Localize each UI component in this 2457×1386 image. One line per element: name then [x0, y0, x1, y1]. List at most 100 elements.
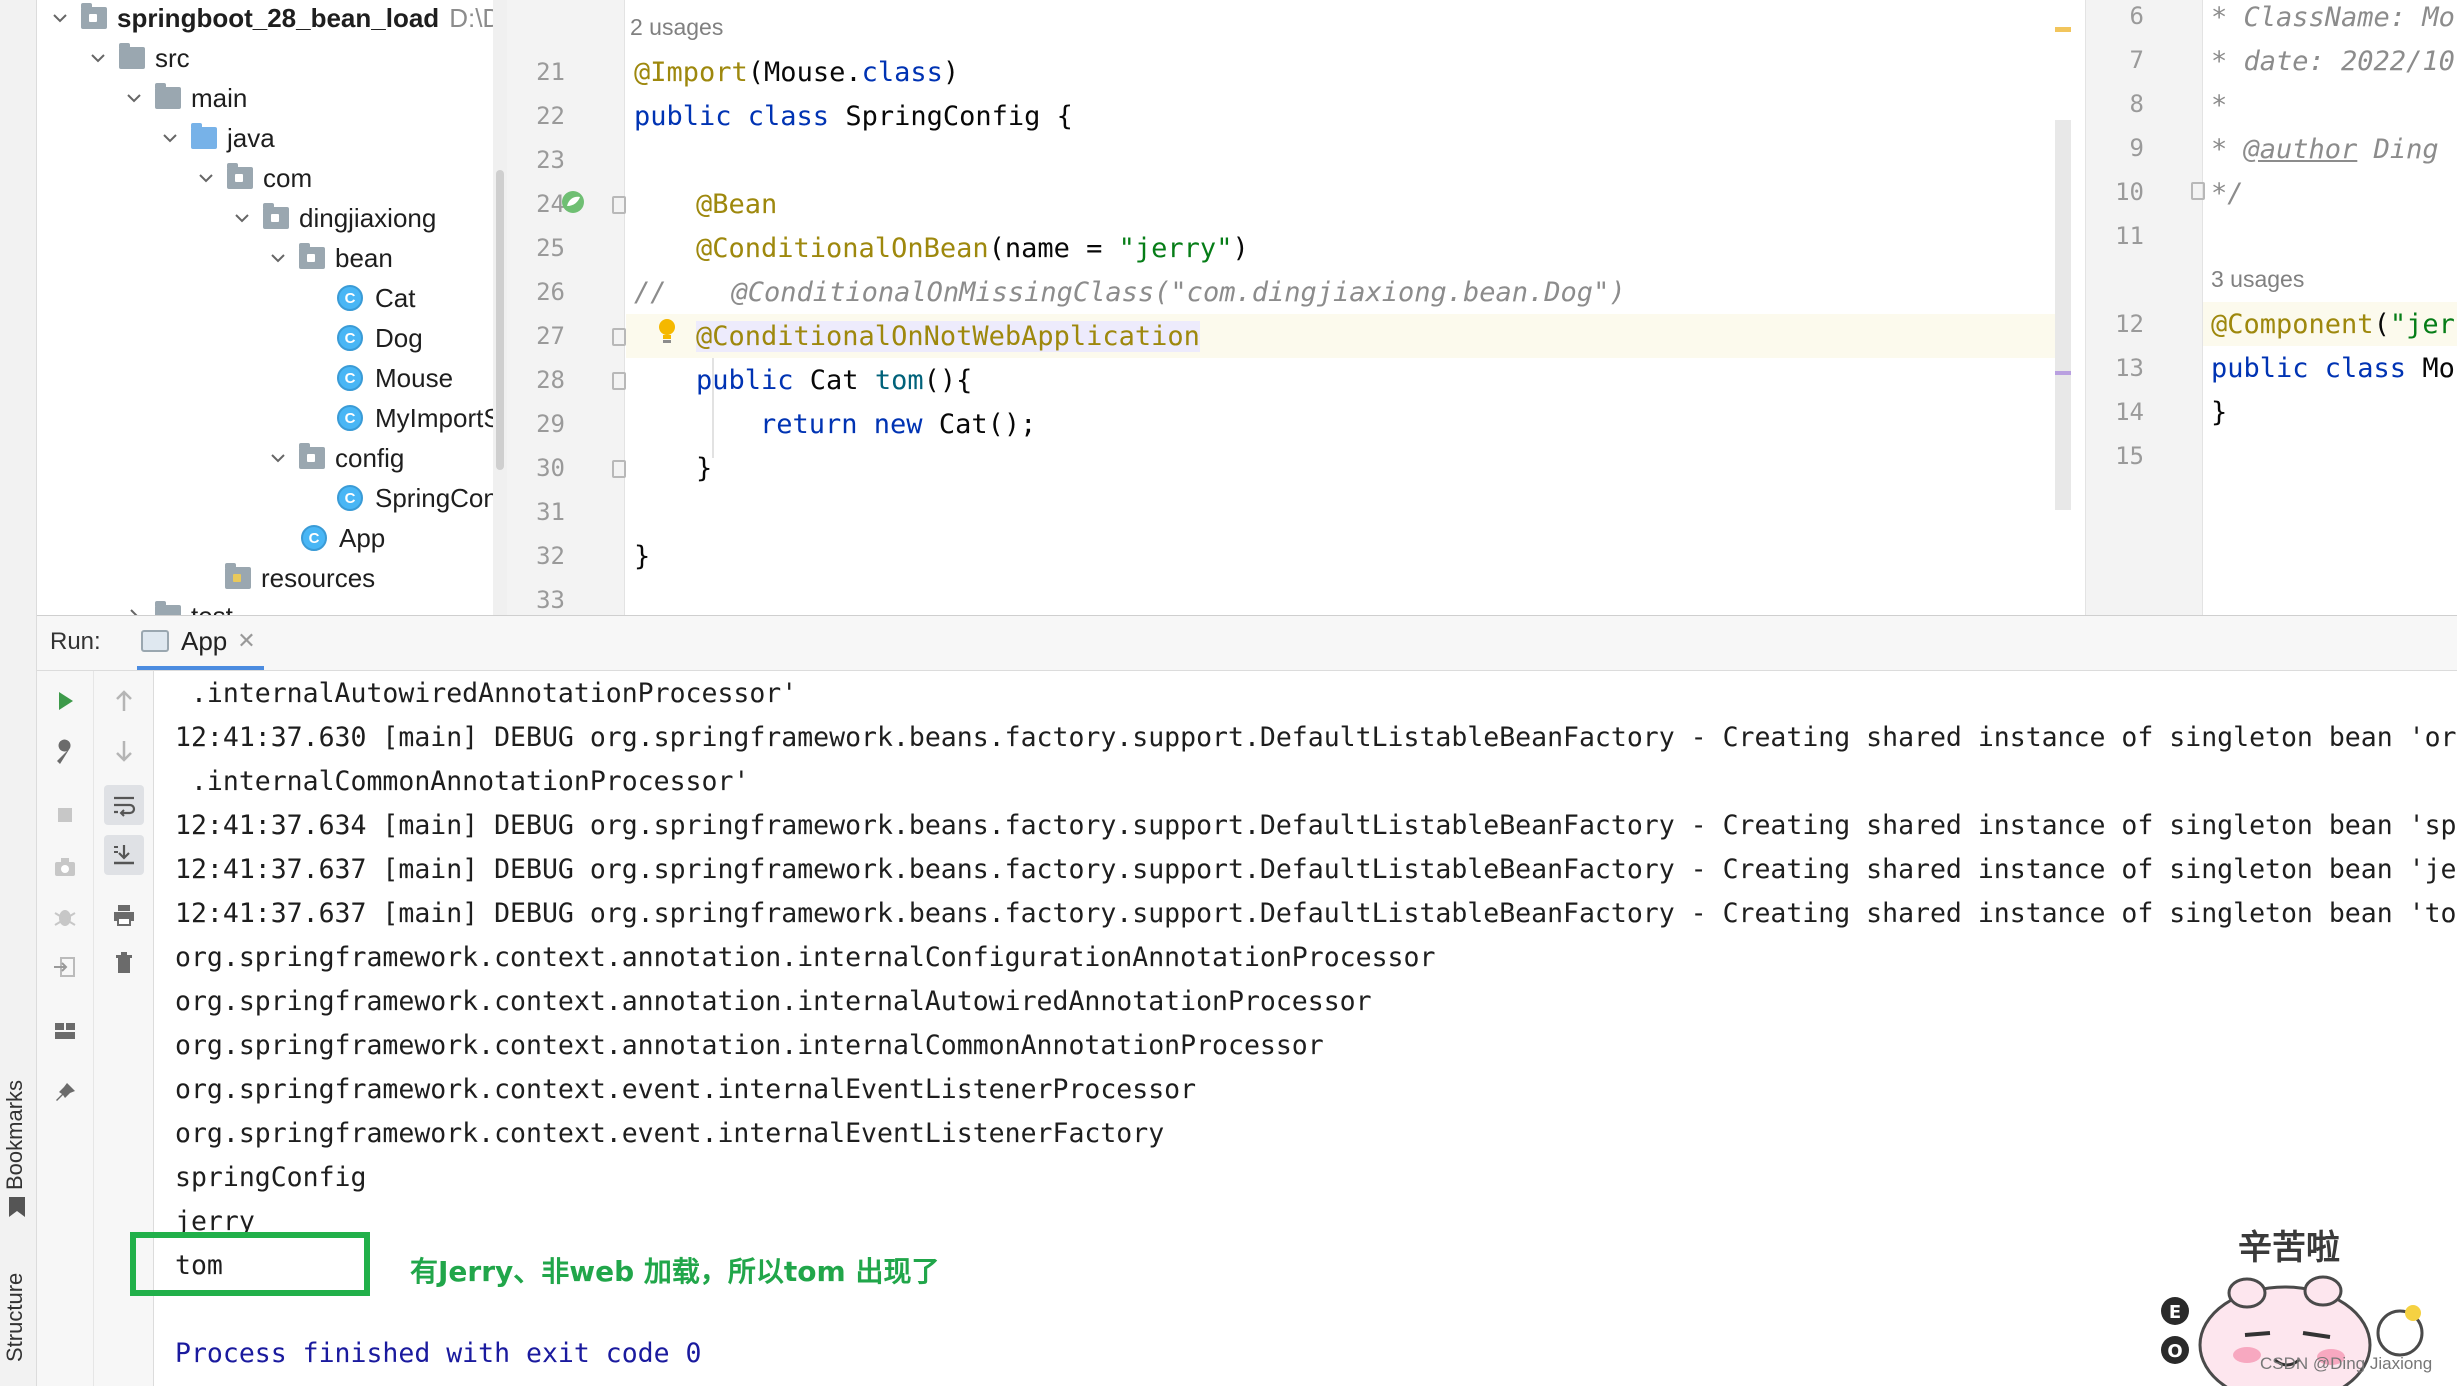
up-stack-button[interactable] [104, 681, 144, 721]
warning-marker[interactable] [2055, 27, 2071, 32]
code-token: Ding [2357, 134, 2439, 165]
code-token: } [2211, 397, 2228, 428]
print-button[interactable] [104, 895, 144, 935]
fold-icon[interactable] [612, 196, 626, 214]
tree-item-dingjiaxiong[interactable]: dingjiaxiong [231, 198, 436, 238]
source-folder-icon [191, 123, 217, 149]
highlight-box [130, 1232, 370, 1296]
tree-item-dog[interactable]: C Dog [337, 318, 423, 358]
run-tab-app[interactable]: App ✕ [137, 616, 264, 670]
tree-label: MyImportS [375, 402, 501, 433]
console-line-tom: tom [175, 1250, 223, 1281]
chevron-down-icon[interactable] [267, 247, 289, 269]
tree-item-bean[interactable]: bean [267, 238, 393, 278]
tree-item-myimportselector[interactable]: C MyImportS [337, 398, 501, 438]
console-line: 12:41:37.637 [main] DEBUG org.springfram… [175, 854, 2457, 885]
tree-item-src[interactable]: src [87, 38, 190, 78]
scroll-to-end-button[interactable] [104, 835, 144, 875]
console-output[interactable]: .internalAutowiredAnnotationProcessor' 1… [155, 671, 2457, 1386]
code-line-25: @ConditionalOnBean(name = "jerry") [696, 227, 1249, 271]
package-icon [227, 163, 253, 189]
console-line: .internalAutowiredAnnotationProcessor' [175, 678, 798, 709]
tree-item-main[interactable]: main [123, 78, 247, 118]
soft-wrap-icon [114, 796, 136, 817]
code-token: } [696, 453, 713, 484]
fold-icon[interactable] [2191, 182, 2205, 200]
structure-tab[interactable]: Structure [2, 1273, 28, 1362]
login-icon [54, 957, 75, 977]
close-icon[interactable]: ✕ [237, 628, 256, 653]
code-token: * [2211, 134, 2244, 165]
tree-item-springconfig[interactable]: C SpringConf [337, 478, 505, 518]
tree-item-mouse[interactable]: C Mouse [337, 358, 453, 398]
fold-icon[interactable] [612, 328, 626, 346]
tree-item-config[interactable]: config [267, 438, 404, 478]
fold-icon[interactable] [612, 460, 626, 478]
indent-guide [712, 358, 714, 458]
info-marker[interactable] [2055, 371, 2071, 375]
stop-button[interactable] [45, 795, 85, 835]
line-number: 28 [536, 366, 565, 394]
code-token: tom [874, 365, 924, 396]
tree-item-java[interactable]: java [159, 118, 275, 158]
dump-threads-button[interactable] [45, 847, 85, 887]
chevron-down-icon[interactable] [267, 447, 289, 469]
line-number: 26 [536, 278, 565, 306]
code-line-30: } [696, 447, 712, 491]
camera-icon [55, 858, 75, 876]
bean-gutter-icon[interactable] [559, 188, 587, 216]
restore-layout-button[interactable] [45, 947, 85, 987]
tree-item-project[interactable]: springboot_28_bean_load D:\Di [49, 0, 507, 38]
rerun-button[interactable] [45, 681, 85, 721]
chevron-down-icon[interactable] [49, 7, 71, 29]
tree-item-app[interactable]: C App [301, 518, 385, 558]
clear-all-button[interactable] [104, 943, 144, 983]
tree-item-cat[interactable]: C Cat [337, 278, 415, 318]
chevron-down-icon[interactable] [195, 167, 217, 189]
line-number: 33 [536, 586, 565, 614]
bookmark-icon [9, 1197, 25, 1217]
soft-wrap-button[interactable] [104, 785, 144, 825]
tree-label: config [335, 442, 405, 473]
down-stack-button[interactable] [104, 731, 144, 771]
tree-item-com[interactable]: com [195, 158, 312, 198]
pin-tab-button[interactable] [45, 1073, 85, 1113]
code-line-24: @Bean [696, 183, 777, 227]
usages-hint[interactable]: 2 usages [630, 14, 724, 40]
lightbulb-icon[interactable] [656, 316, 678, 348]
tree-item-test[interactable]: test [123, 596, 233, 615]
chevron-down-icon[interactable] [87, 47, 109, 69]
code-token: * date: 2022/10 [2211, 46, 2455, 77]
usages-hint[interactable]: 3 usages [2211, 266, 2305, 292]
code-token: (){ [923, 365, 973, 396]
line-number: 6 [2129, 2, 2144, 30]
code-editor-2[interactable]: * ClassName: Mo * date: 2022/10 * * @aut… [2203, 0, 2457, 615]
tree-label: main [191, 82, 248, 113]
code-token: (Mouse. [747, 57, 862, 88]
line-number: 24 [536, 190, 565, 218]
tree-scrollbar-thumb[interactable] [496, 170, 504, 470]
tree-label: com [263, 162, 313, 193]
fold-icon[interactable] [612, 372, 626, 390]
bookmarks-tab[interactable]: Bookmarks [2, 1080, 28, 1190]
modify-config-button[interactable] [45, 733, 85, 773]
code-line-32: } [634, 535, 650, 579]
chevron-right-icon[interactable] [123, 605, 145, 615]
line-number: 23 [536, 146, 565, 174]
code-editor[interactable]: 2 usages @Import(Mouse.class) public cla… [626, 0, 2071, 615]
code-line: * @author Ding [2211, 128, 2439, 172]
line-number: 13 [2115, 354, 2144, 382]
tree-item-resources[interactable]: resources [195, 558, 375, 598]
exit-debug-button[interactable] [45, 897, 85, 937]
layout-button[interactable] [45, 1011, 85, 1051]
folder-icon [155, 601, 181, 615]
chevron-down-icon[interactable] [123, 87, 145, 109]
code-token: @Bean [696, 189, 778, 220]
chevron-down-icon[interactable] [231, 207, 253, 229]
chevron-down-icon[interactable] [159, 127, 181, 149]
runnable-class-icon: C [301, 525, 327, 551]
class-icon: C [337, 325, 363, 351]
stop-icon [58, 808, 72, 822]
wrench-icon [57, 739, 71, 764]
editor-scrollbar[interactable] [2055, 120, 2071, 510]
